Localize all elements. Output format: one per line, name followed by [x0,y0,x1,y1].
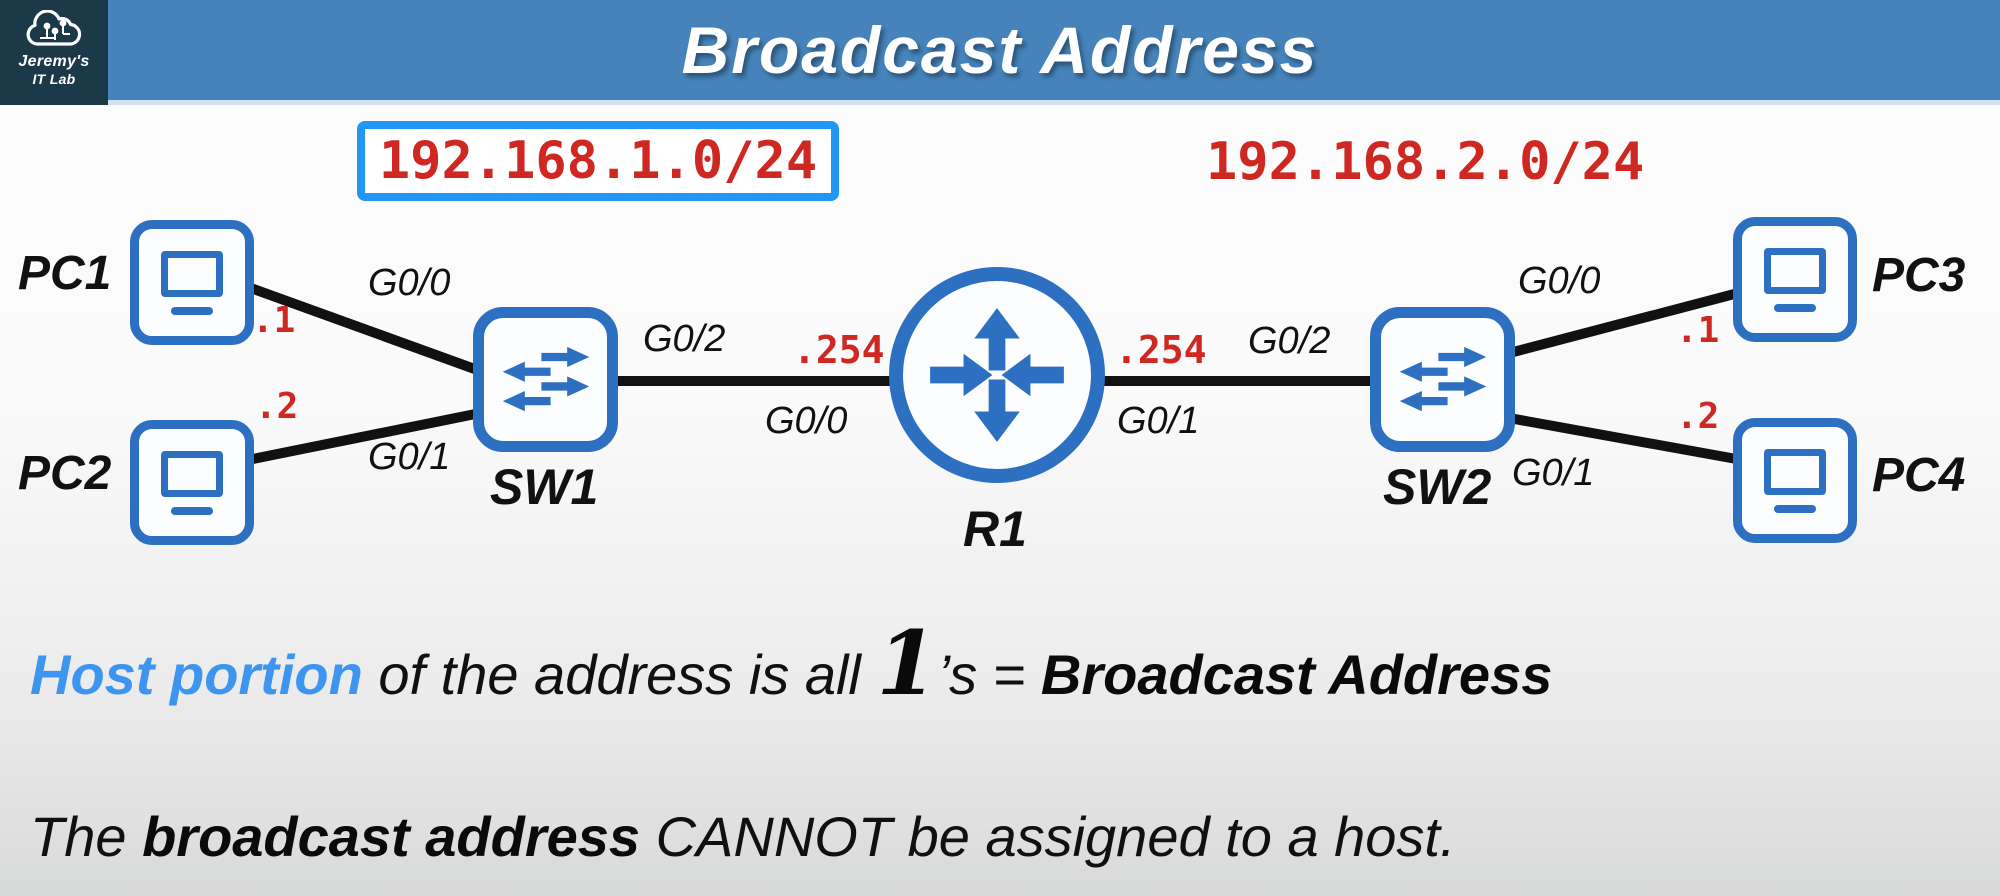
pc3-device [1733,217,1857,342]
pc-monitor-icon [161,450,223,497]
pc2-label: PC2 [18,447,112,500]
sw1-device [473,307,618,452]
subnet-left-label: 192.168.1.0/24 [378,131,818,191]
pc3-label: PC3 [1872,249,1966,302]
note2-pre: The [30,805,143,868]
pc4-label: PC4 [1872,449,1966,502]
sw1-port-g01-label: G0/1 [368,436,451,478]
sw2-port-g01-label: G0/1 [1512,452,1595,494]
pc2-ip-suffix: .2 [255,386,299,427]
pc1-label: PC1 [18,247,112,300]
cable-sw2-pc4 [1493,411,1747,465]
cable-pc1-sw1 [243,282,510,385]
r1-device [889,267,1105,483]
header-bar: Jeremy's IT Lab Broadcast Address [0,0,2000,105]
pc4-ip-suffix: .2 [1676,396,1720,437]
cable-sw2-pc3 [1493,287,1747,361]
pc-monitor-base-icon [1774,504,1816,513]
note2-bold: broadcast address [142,805,641,868]
sw1-port-g02-label: G0/2 [643,318,726,360]
subnet-left-box: 192.168.1.0/24 [357,121,839,201]
note-cannot-assign: The broadcast address CANNOT be assigned… [30,804,1456,869]
router-icon [930,308,1064,442]
logo-text-line1: Jeremy's [18,53,90,70]
cloud-circuit-icon [26,10,82,46]
note1-s-eq: ’s = [937,643,1041,706]
r1-port-g01-label: G0/1 [1117,400,1200,442]
pc4-device [1733,418,1857,543]
channel-logo: Jeremy's IT Lab [0,0,108,105]
subnet-right-label: 192.168.2.0/24 [1206,132,1645,192]
sw2-label: SW2 [1383,459,1492,515]
note1-bold: Broadcast Address [1040,643,1553,706]
pc1-device [130,220,254,345]
pc1-ip-suffix: .1 [252,300,296,341]
page-title: Broadcast Address [681,13,1319,87]
switch-icon [502,346,589,411]
pc-monitor-icon [1764,448,1826,495]
sw2-port-g00-label: G0/0 [1518,260,1601,302]
pc3-ip-suffix: .1 [1676,310,1720,351]
r1-label: R1 [963,501,1027,557]
note2-post: CANNOT be assigned to a host. [640,805,1456,868]
logo-text-line2: IT Lab [32,71,76,87]
r1-port-g00-label: G0/0 [765,400,848,442]
sw2-device [1370,307,1515,452]
pc-monitor-icon [1764,247,1826,294]
switch-icon [1399,346,1486,411]
cable-pc2-sw1 [243,403,510,465]
pc2-device [130,420,254,545]
sw1-label: SW1 [490,459,599,515]
note-host-portion: Host portion of the address is all 1’s =… [30,611,1553,715]
sw1-port-g00-label: G0/0 [368,262,451,304]
pc-monitor-base-icon [171,306,213,315]
sw2-port-g02-label: G0/2 [1248,320,1331,362]
r1-right-ip-suffix: .254 [1115,328,1207,372]
pc-monitor-icon [161,250,223,297]
note1-mid: of the address is all [362,643,877,706]
r1-left-ip-suffix: .254 [793,328,885,372]
pc-monitor-base-icon [171,506,213,515]
note1-highlight: Host portion [30,643,363,706]
pc-monitor-base-icon [1774,303,1816,312]
